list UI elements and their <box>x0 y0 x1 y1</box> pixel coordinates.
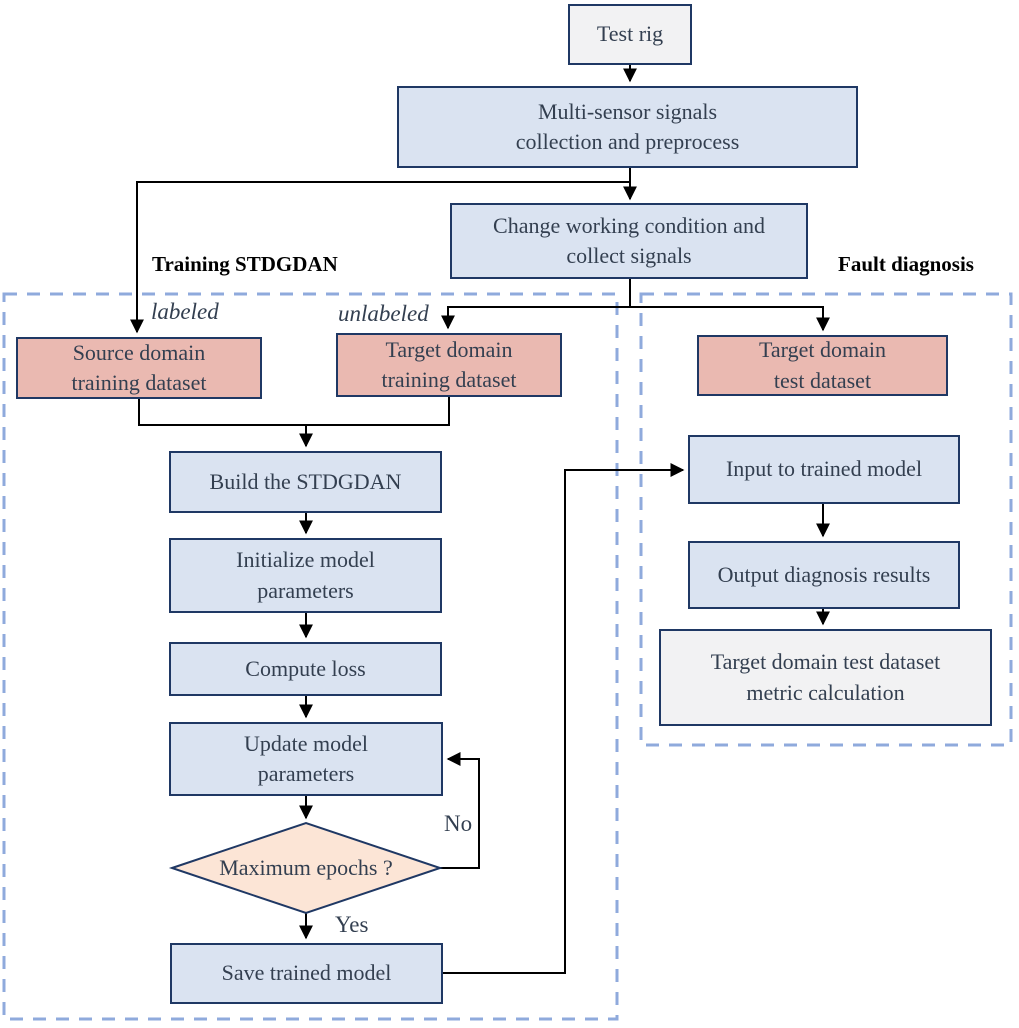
node-target-test-dataset-label: Target domain test dataset <box>759 337 886 393</box>
connector-arrows <box>130 65 830 974</box>
training-region-frame <box>2 292 619 1021</box>
edge-change-to-targettrain <box>441 279 631 330</box>
fault-region-frame <box>639 292 1013 747</box>
edge-multisensor-to-source <box>130 181 630 334</box>
node-change-condition: Change working condition and collect sig… <box>450 203 808 279</box>
node-initialize-parameters: Initialize model parameters <box>169 538 442 613</box>
node-input-trained-model-label: Input to trained model <box>725 456 923 482</box>
node-compute-loss: Compute loss <box>169 642 442 696</box>
node-build-stdgdan-label: Build the STDGDAN <box>209 468 402 494</box>
node-max-epochs-decision: Maximum epochs ? <box>172 823 440 913</box>
node-save-trained-model: Save trained model <box>170 943 443 1004</box>
edge-change-to-targettest <box>630 306 830 332</box>
training-region-title: Training STDGDAN <box>152 252 338 276</box>
edge-label-yes: Yes <box>335 912 369 937</box>
edge-save-to-input <box>443 463 685 974</box>
node-update-parameters-label: Update model parameters <box>243 730 369 786</box>
node-multi-sensor-label: Multi-sensor signals collection and prep… <box>515 98 740 154</box>
edge-decision-no-loop <box>440 752 480 869</box>
node-metric-calculation: Target domain test dataset metric calcul… <box>659 629 992 726</box>
node-compute-loss-label: Compute loss <box>245 655 366 681</box>
edge-label-labeled: labeled <box>151 299 219 324</box>
node-target-test-dataset: Target domain test dataset <box>697 335 948 396</box>
node-save-trained-model-label: Save trained model <box>221 960 392 986</box>
decision-diamond-shape <box>168 821 444 915</box>
node-output-diagnosis-results-label: Output diagnosis results <box>717 561 931 587</box>
node-change-condition-label: Change working condition and collect sig… <box>493 212 765 268</box>
node-build-stdgdan: Build the STDGDAN <box>169 451 442 513</box>
node-target-train-dataset-label: Target domain training dataset <box>381 336 517 392</box>
node-target-train-dataset: Target domain training dataset <box>336 333 562 397</box>
node-test-rig-label: Test rig <box>596 21 664 47</box>
node-metric-calculation-label: Target domain test dataset metric calcul… <box>710 649 941 705</box>
node-initialize-parameters-label: Initialize model parameters <box>236 547 375 603</box>
node-source-train-dataset-label: Source domain training dataset <box>71 339 207 395</box>
node-output-diagnosis-results: Output diagnosis results <box>688 541 960 609</box>
edge-label-no: No <box>444 811 473 836</box>
node-update-parameters: Update model parameters <box>169 722 443 796</box>
node-source-train-dataset: Source domain training dataset <box>16 337 262 399</box>
edge-targettrain-to-merge <box>306 397 450 426</box>
node-input-trained-model: Input to trained model <box>688 435 960 504</box>
edge-source-to-merge <box>138 399 306 426</box>
node-test-rig: Test rig <box>568 4 692 65</box>
node-max-epochs-decision-label: Maximum epochs ? <box>219 855 393 880</box>
node-multi-sensor: Multi-sensor signals collection and prep… <box>397 86 858 168</box>
edge-label-unlabeled: unlabeled <box>338 301 429 326</box>
fault-region-title: Fault diagnosis <box>838 252 974 276</box>
